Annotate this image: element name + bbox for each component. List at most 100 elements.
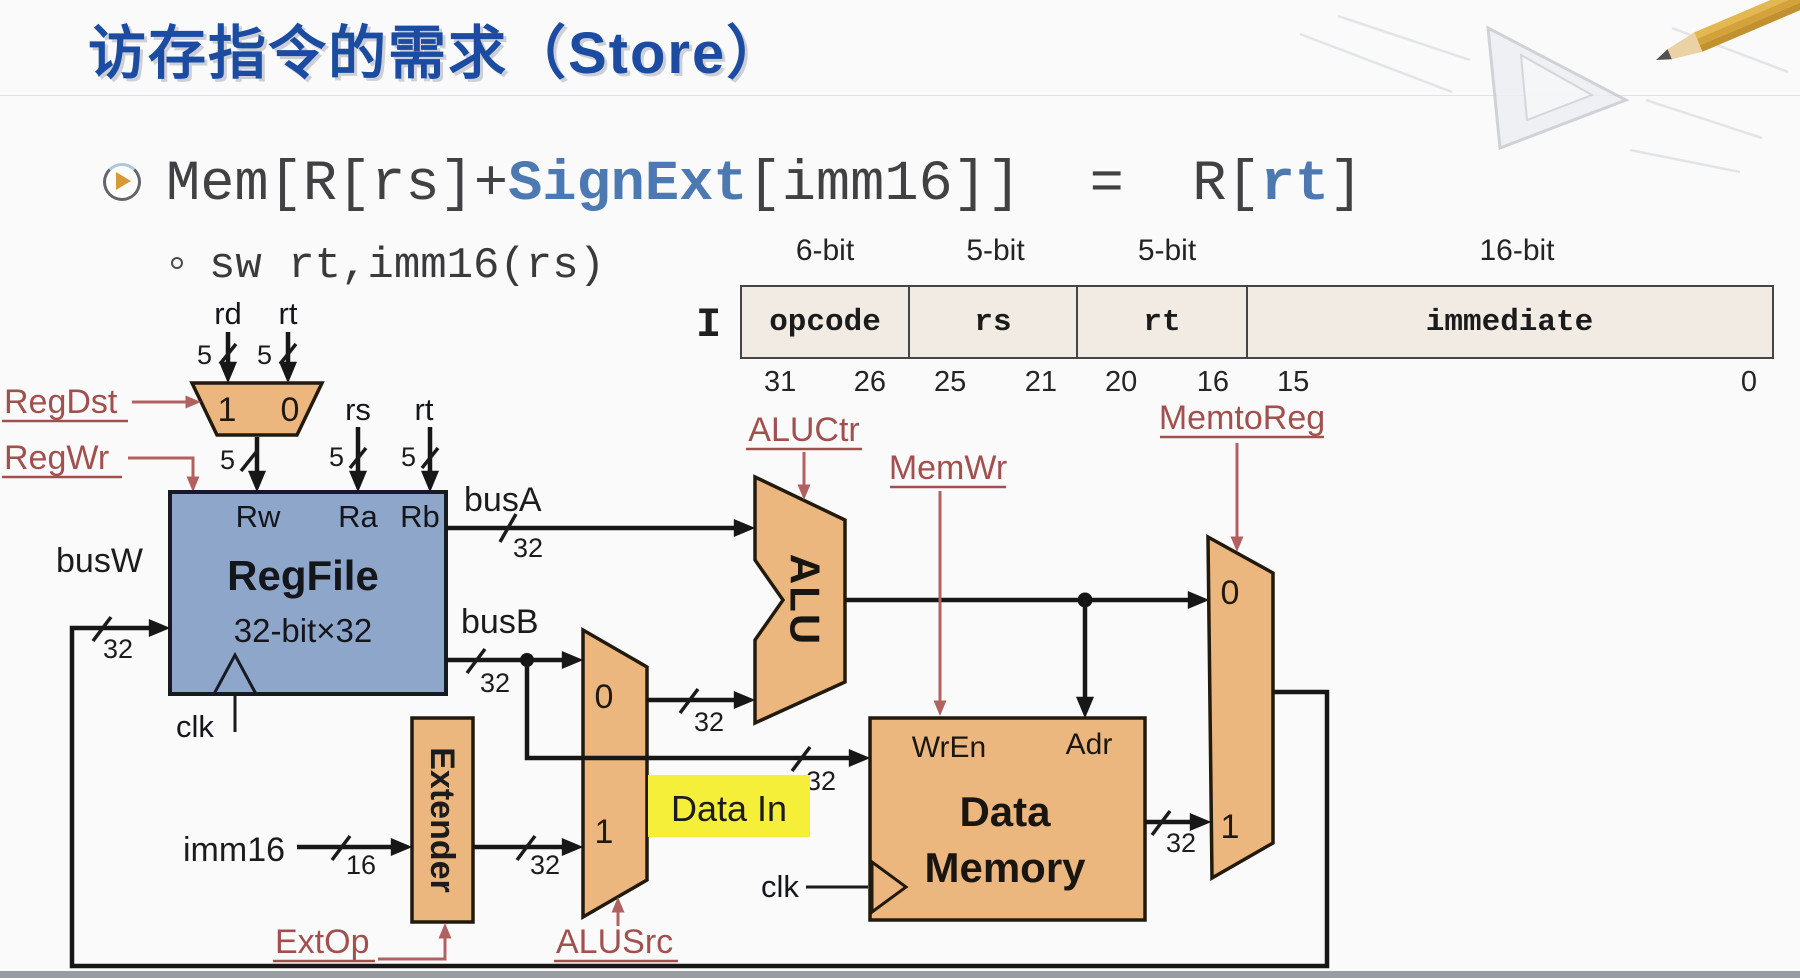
imm16-label: imm16 <box>183 831 285 869</box>
bit-lo: 16 <box>1196 366 1229 398</box>
rw-width-slash <box>239 449 259 473</box>
rt-width-slash <box>278 342 298 366</box>
extender-out-width: 32 <box>530 850 560 880</box>
regfile-rb-port: Rb <box>400 499 440 534</box>
data-memory-out-width: 32 <box>1166 828 1196 858</box>
bit-hi: 31 <box>764 366 797 398</box>
bit-hi: 25 <box>934 366 967 398</box>
data-memory-adr-port: Adr <box>1066 728 1113 761</box>
formula-signext: SignExt <box>508 153 748 217</box>
imm16-width: 16 <box>346 850 376 880</box>
alusrc-mux-0: 0 <box>595 678 614 716</box>
regdst-mux-0: 0 <box>281 391 300 429</box>
rt-width: 5 <box>257 340 272 370</box>
imm16-width-slash <box>330 834 352 862</box>
field-width-label: 16-bit <box>1479 234 1555 267</box>
bottom-strip <box>0 971 1800 978</box>
busb-width-slash <box>465 647 487 675</box>
field-width-row: 6-bit 5-bit 5-bit 16-bit <box>740 234 1781 268</box>
datain-wire <box>524 660 871 767</box>
alu-block <box>753 474 847 726</box>
field-width-label: 5-bit <box>966 234 1025 267</box>
extop-signal-label: ExtOp <box>275 923 369 961</box>
bit-hi: 20 <box>1105 366 1138 398</box>
data-memory-clk-label: clk <box>761 869 799 904</box>
alusrc-mux-1: 1 <box>595 813 614 851</box>
header-band <box>0 0 1800 96</box>
alusrc-signal-label: ALUSrc <box>556 923 673 961</box>
field-rs: rs <box>907 285 1079 359</box>
data-memory-wren-port: WrEn <box>912 731 986 764</box>
bit-range: 25 21 <box>910 366 1081 399</box>
rd-width: 5 <box>197 340 212 370</box>
regdst-mux <box>189 381 325 437</box>
busa-label: busA <box>464 481 542 519</box>
extop-ctrl-wire <box>378 922 452 961</box>
memtoreg-mux-0: 0 <box>1221 574 1240 612</box>
data-memory-block <box>868 716 1147 922</box>
regwr-ctrl-wire <box>128 456 200 493</box>
data-memory-name-2: Memory <box>924 844 1086 891</box>
bit-lo: 21 <box>1024 366 1057 398</box>
regdst-mux-1: 1 <box>218 391 237 429</box>
pencil-icon <box>1656 0 1800 60</box>
rs-width: 5 <box>329 442 344 472</box>
regdst-signal-label: RegDst <box>4 383 118 421</box>
format-type-label: I <box>696 301 722 349</box>
regfile-name: RegFile <box>227 552 379 599</box>
busw-width-slash <box>91 615 113 643</box>
memtoreg-mux-1: 1 <box>1221 808 1240 846</box>
field-width-label: 5-bit <box>1137 234 1197 267</box>
field-immediate: immediate <box>1245 285 1774 359</box>
bit-lo: 26 <box>853 366 886 398</box>
memtoreg-mux <box>1206 534 1275 882</box>
field-row: opcode rs rt immediate <box>740 285 1781 359</box>
alu-name: ALU <box>782 554 829 646</box>
rt-read-width: 5 <box>401 442 416 472</box>
field-opcode: opcode <box>740 285 910 359</box>
datain-width-slash <box>790 745 812 773</box>
extender-name: Extender <box>423 747 461 893</box>
rs-label: rs <box>345 392 371 427</box>
data-memory-clock-edge-icon <box>870 859 909 915</box>
data-in-label: Data In <box>671 788 787 829</box>
regwr-signal-label: RegWr <box>4 439 109 477</box>
rt-label-top: rt <box>279 296 298 331</box>
datain-width: 32 <box>806 766 836 796</box>
rt-label-read: rt <box>415 392 434 427</box>
instruction-format-table: 6-bit 5-bit 5-bit 16-bit opcode rs rt im… <box>740 234 1781 399</box>
formula-part: ] <box>1329 153 1364 217</box>
bit-hi: 15 <box>1277 366 1310 398</box>
formula: Mem[R[rs]+SignExt[imm16]] = R[rt] <box>166 153 1363 217</box>
rs-width-slash <box>348 446 368 470</box>
field-width-label: 6-bit <box>795 234 855 267</box>
regfile-clk-label: clk <box>176 709 214 744</box>
formula-part: [imm16]] = R[ <box>747 153 1261 217</box>
regfile-ra-port: Ra <box>338 499 378 534</box>
header-decoration <box>1299 0 1800 174</box>
sw-instruction: sw rt,imm16(rs) <box>209 241 606 291</box>
rd-label: rd <box>214 296 242 331</box>
busw-feedback-wire <box>69 619 1330 969</box>
field-rt: rt <box>1076 285 1248 359</box>
bit-range: 31 26 <box>740 366 910 399</box>
data-memory-out-width-slash <box>1150 809 1172 837</box>
regfile-block <box>168 490 448 696</box>
busa-width: 32 <box>513 533 543 563</box>
rw-width: 5 <box>220 445 235 475</box>
busb-label: busB <box>461 603 539 641</box>
memtoreg-signal-label: MemtoReg <box>1159 399 1325 437</box>
busa-width-slash <box>498 513 518 543</box>
formula-part: Mem[R[rs]+ <box>166 153 509 217</box>
circle-bullet-icon <box>171 257 183 269</box>
data-in-highlight <box>648 775 810 837</box>
memwr-signal-label: MemWr <box>889 449 1007 487</box>
alusrc-out-width: 32 <box>694 707 724 737</box>
sketch-lines <box>1299 14 1789 174</box>
regfile-size: 32-bit×32 <box>234 612 373 649</box>
